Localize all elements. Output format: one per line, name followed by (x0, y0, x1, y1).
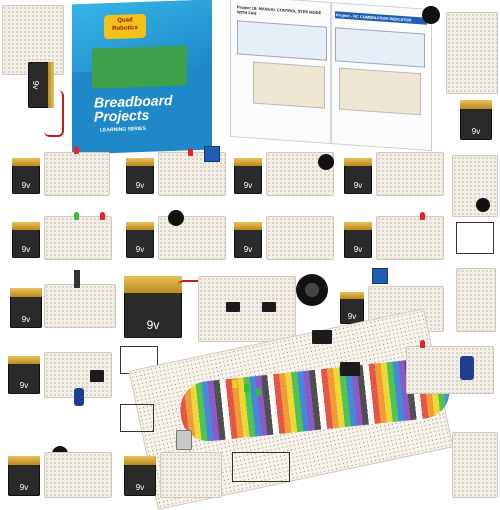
book-cover-image (92, 45, 187, 89)
battery-icon: 9v (126, 222, 154, 258)
sensor-icon (372, 268, 388, 284)
ic-chip-icon (340, 362, 360, 376)
breadboard-project-8 (44, 216, 112, 260)
led-icon (256, 388, 261, 396)
manual-right-table (335, 27, 425, 68)
manual-right-image (339, 67, 421, 116)
battery-icon: 9v (344, 158, 372, 194)
battery-icon: 9v (234, 158, 262, 194)
manual-left-table (237, 20, 327, 61)
breadboard-project-10 (266, 216, 334, 260)
buzzer-icon (168, 210, 184, 226)
manual-left-heading: Project 18: MANUAL CONTROL STEP MODE WIT… (237, 4, 322, 16)
breadboard-project-5 (266, 152, 334, 196)
open-manual: Project 18: MANUAL CONTROL STEP MODE WIT… (230, 0, 432, 152)
breadboard-project-6 (376, 152, 444, 196)
battery-icon: 9v (460, 100, 492, 140)
breadboard-project-11 (376, 216, 444, 260)
breadboard-project-15 (456, 268, 496, 332)
battery-icon: 9v (8, 356, 40, 394)
breadboard-project-12 (44, 284, 116, 328)
breadboard-project-1 (2, 5, 64, 75)
battery-icon: 9v (340, 292, 364, 324)
breadboard-project-3 (44, 152, 110, 196)
led-icon (420, 212, 425, 220)
led-icon (420, 340, 425, 348)
battery-icon: 9v (12, 222, 40, 258)
battery-icon: 9v (10, 288, 42, 328)
buzzer-icon (318, 154, 334, 170)
ic-chip-icon (262, 302, 276, 312)
led-icon (100, 212, 105, 220)
buzzer-icon (422, 6, 440, 24)
wire (44, 90, 64, 137)
led-icon (188, 148, 193, 156)
battery-icon: 9v (126, 158, 154, 194)
breadboard-project-19 (160, 452, 222, 498)
led-icon (74, 212, 79, 220)
battery-icon: 9v (8, 456, 40, 496)
battery-icon-large: 9v (124, 276, 182, 338)
breadboard-project-7 (452, 155, 498, 217)
battery-icon: 9v (124, 456, 156, 496)
buzzer-icon (476, 198, 490, 212)
ic-chip-icon (90, 370, 104, 382)
book-title: Breadboard Projects (94, 91, 173, 125)
circuit-schematic (120, 404, 154, 432)
sensor-icon (204, 146, 220, 162)
capacitor-icon (460, 356, 474, 380)
brand-logo: Quad Robotics (104, 13, 146, 40)
book-series: LEARNING SERIES (100, 125, 146, 134)
manual-right-heading: Project - RC COMBINATION INDICATOR (335, 11, 427, 25)
breadboard-project-18 (44, 452, 112, 498)
battery-icon: 9v (344, 222, 372, 258)
breadboard-project-17 (406, 346, 494, 394)
battery-icon: 9v (234, 222, 262, 258)
capacitor-icon (74, 388, 84, 406)
potentiometer-icon (74, 270, 80, 288)
book-cover: Quad Robotics Breadboard Projects LEARNI… (72, 0, 212, 155)
ic-chip-icon (312, 330, 332, 344)
speaker-icon (296, 274, 328, 306)
breadboard-project-9 (158, 216, 226, 260)
led-icon (232, 380, 237, 388)
led-icon (244, 384, 249, 392)
led-icon (74, 146, 79, 154)
circuit-schematic (232, 452, 290, 482)
breadboard-project-20 (452, 432, 498, 498)
circuit-schematic (456, 222, 494, 254)
breadboard-project-13 (198, 276, 296, 342)
motor-icon (176, 430, 192, 450)
ic-chip-icon (226, 302, 240, 312)
manual-left-image (253, 61, 325, 109)
breadboard-project-2 (446, 12, 498, 94)
battery-icon: 9v (12, 158, 40, 194)
